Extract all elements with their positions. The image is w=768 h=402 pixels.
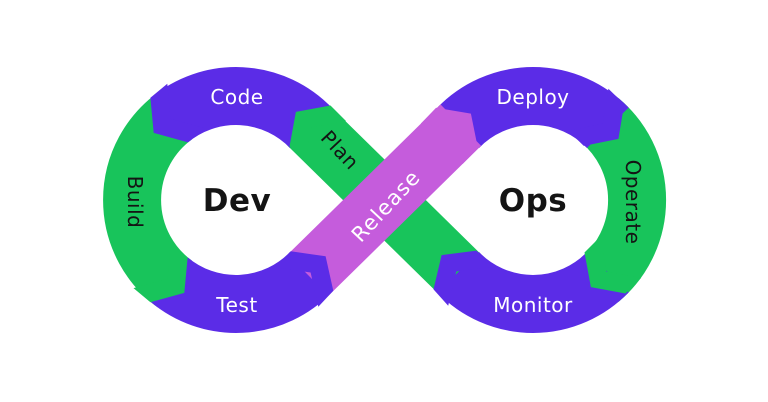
arrow-monitor-to-plan-icon bbox=[433, 250, 492, 306]
deploy-segment-arc bbox=[437, 67, 629, 149]
deploy-label: Deploy bbox=[496, 85, 569, 109]
monitor-segment-arc bbox=[437, 251, 629, 333]
flow-arrows bbox=[133, 83, 642, 307]
operate-label: Operate bbox=[621, 160, 645, 245]
arrow-test-to-release-icon bbox=[275, 251, 334, 307]
arrow-build-to-test-icon bbox=[133, 243, 188, 303]
arrow-operate-to-monitor-icon bbox=[584, 236, 642, 294]
test-segment-arc bbox=[150, 251, 332, 333]
monitor-label: Monitor bbox=[493, 293, 573, 317]
ops-loop-title: Ops bbox=[499, 183, 568, 219]
arrow-plan-to-code-icon bbox=[289, 105, 347, 163]
code-label: Code bbox=[210, 85, 263, 109]
test-label: Test bbox=[215, 293, 257, 317]
release-segment-band bbox=[287, 104, 482, 296]
code-segment-arc bbox=[150, 67, 332, 149]
arrow-deploy-to-operate-icon bbox=[568, 88, 625, 146]
purple-segments bbox=[150, 67, 629, 333]
dev-loop-title: Dev bbox=[203, 183, 271, 219]
build-segment-arc bbox=[103, 92, 193, 308]
arrow-code-to-build-icon bbox=[150, 83, 205, 143]
arrow-release-to-deploy-icon bbox=[420, 107, 478, 164]
build-label: Build bbox=[123, 176, 147, 229]
